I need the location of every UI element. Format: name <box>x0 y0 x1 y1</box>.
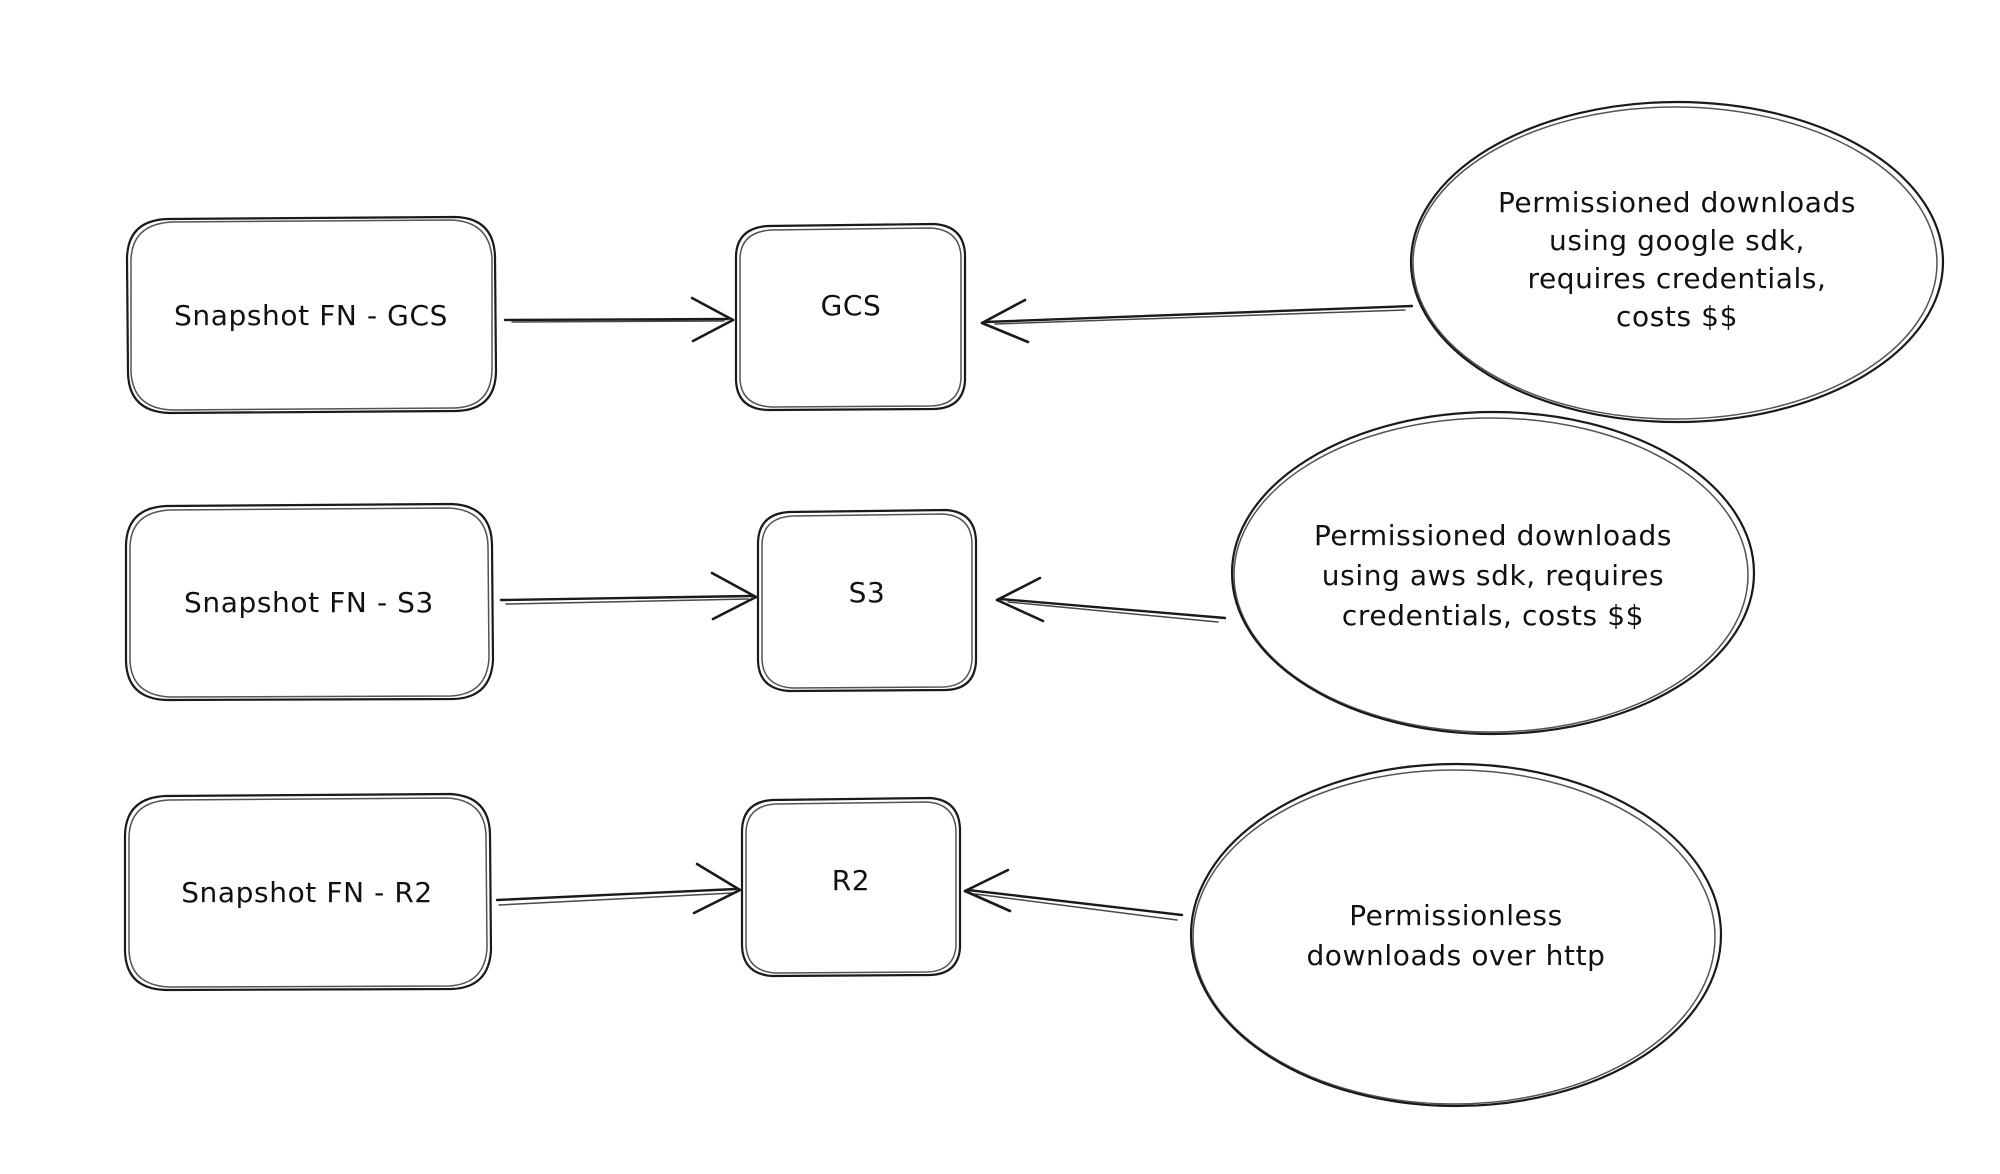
note-gcs-line-4: costs $$ <box>1616 300 1738 333</box>
node-label-snapshot-fn-s3: Snapshot FN - S3 <box>184 586 434 619</box>
arrow-snapshot-fn-s3-to-s3 <box>499 571 758 621</box>
node-gcs[interactable]: GCS <box>734 222 967 412</box>
note-gcs[interactable]: Permissioned downloads using google sdk,… <box>1409 100 1945 424</box>
note-s3-line-2: using aws sdk, requires <box>1322 559 1664 592</box>
note-s3-line-3: credentials, costs $$ <box>1342 599 1644 632</box>
node-snapshot-fn-gcs[interactable]: Snapshot FN - GCS <box>125 215 498 415</box>
note-s3-line-1: Permissioned downloads <box>1314 519 1672 552</box>
note-gcs-line-1: Permissioned downloads <box>1498 186 1856 219</box>
node-label-snapshot-fn-gcs: Snapshot FN - GCS <box>174 299 448 332</box>
note-s3[interactable]: Permissioned downloads using aws sdk, re… <box>1230 410 1756 736</box>
node-label-snapshot-fn-r2: Snapshot FN - R2 <box>181 876 433 909</box>
node-label-s3: S3 <box>849 576 886 609</box>
node-snapshot-fn-r2[interactable]: Snapshot FN - R2 <box>123 792 493 992</box>
arrow-note-s3-to-s3 <box>995 576 1227 623</box>
arrow-note-r2-to-r2 <box>963 868 1184 921</box>
arrow-snapshot-fn-r2-to-r2 <box>495 862 742 915</box>
note-r2-line-1: Permissionless <box>1349 899 1563 932</box>
node-s3[interactable]: S3 <box>756 508 978 693</box>
row-s3: Snapshot FN - S3 S3 <box>124 410 1756 736</box>
note-r2[interactable]: Permissionless downloads over http <box>1189 762 1723 1108</box>
row-gcs: Snapshot FN - GCS GCS <box>125 100 1945 424</box>
node-label-r2: R2 <box>832 864 870 897</box>
node-snapshot-fn-s3[interactable]: Snapshot FN - S3 <box>124 502 495 702</box>
node-label-gcs: GCS <box>821 289 882 322</box>
note-gcs-line-3: requires credentials, <box>1527 262 1826 295</box>
row-r2: Snapshot FN - R2 R2 <box>123 762 1723 1108</box>
arrow-note-gcs-to-gcs <box>980 298 1414 344</box>
note-r2-line-2: downloads over http <box>1306 939 1605 972</box>
note-gcs-line-2: using google sdk, <box>1549 224 1805 257</box>
node-r2[interactable]: R2 <box>740 796 962 978</box>
arrow-snapshot-fn-gcs-to-gcs <box>503 296 735 343</box>
